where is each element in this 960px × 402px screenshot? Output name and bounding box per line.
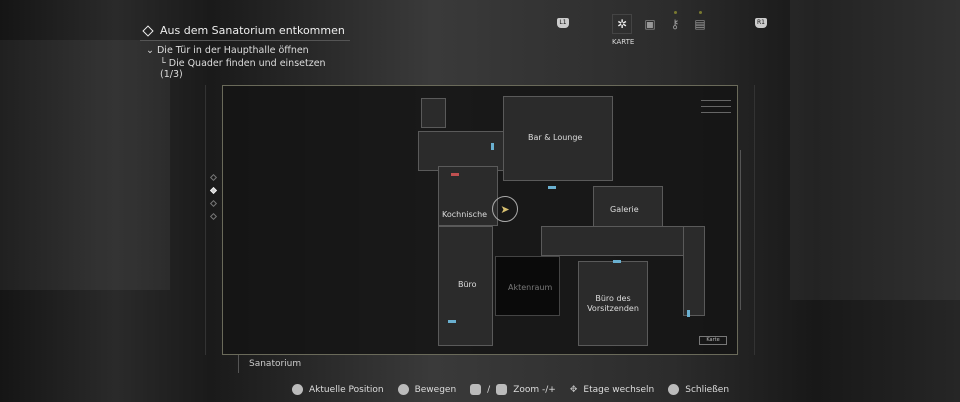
tab-map-label: KARTE [612, 38, 635, 46]
tab-files[interactable]: ▤ [690, 11, 710, 34]
room-label-kochnische: Kochnische [442, 210, 488, 219]
hint-close: Schließen [685, 384, 730, 395]
l1-button[interactable]: L1 [557, 18, 569, 28]
room-label-galerie: Galerie [610, 205, 639, 214]
room-kochnische [438, 166, 498, 226]
branch-icon: └ [160, 58, 169, 69]
room-buero-vorsitzenden [578, 261, 648, 346]
control-hints: Aktuelle Position Bewegen / Zoom -/+ ✥ Et… [292, 384, 729, 395]
l2-icon [470, 384, 482, 395]
left-stick-icon [397, 384, 409, 395]
room-bar-lounge [503, 96, 613, 181]
locked-door-marker [451, 173, 459, 176]
objective-main: Aus dem Sanatorium entkommen [160, 24, 345, 37]
zoom-scale[interactable] [740, 150, 750, 310]
dpad-icon: ✥ [569, 384, 578, 395]
r1-button[interactable]: R1 [755, 18, 767, 28]
door-marker [448, 320, 456, 323]
room-label-buero: Büro [458, 280, 477, 289]
square-button-icon [292, 384, 303, 395]
menu-tabs: L1 ✲ KARTE ▣ ⚷ ▤ R1 [555, 11, 770, 46]
room-aktenraum [495, 256, 560, 316]
room-label-aktenraum: Aktenraum [508, 283, 553, 292]
room-hallway [541, 226, 691, 256]
objective-subsub: Die Quader finden und einsetzen (1/3) [160, 58, 326, 80]
objective-panel: Aus dem Sanatorium entkommen ⌄ Die Tür i… [140, 24, 350, 80]
floor-marker[interactable] [209, 199, 217, 208]
tab-keys[interactable]: ⚷ [665, 11, 685, 34]
r2-icon [496, 384, 508, 395]
room-stairs [421, 98, 446, 128]
door-marker [491, 143, 494, 150]
area-name: Sanatorium [238, 355, 358, 373]
hint-zoom: Zoom -/+ [513, 384, 556, 395]
map-frame [205, 85, 755, 355]
floor-marker[interactable] [209, 173, 217, 182]
circle-button-icon [668, 384, 680, 395]
floor-marker[interactable] [209, 212, 217, 221]
door-marker [613, 260, 621, 263]
room-east-stairs [683, 226, 705, 316]
player-position-marker: ➤ [492, 196, 518, 222]
map-view[interactable]: Bar & Lounge Kochnische Galerie Büro Akt… [222, 85, 738, 355]
floor-marker-current[interactable] [209, 186, 217, 195]
files-icon: ▤ [694, 17, 706, 31]
door-marker [687, 310, 690, 317]
door-marker [548, 186, 556, 189]
background-door [790, 0, 960, 300]
player-arrow-icon: ➤ [500, 202, 510, 216]
inventory-icon: ▣ [644, 17, 656, 31]
hint-current-position: Aktuelle Position [309, 384, 384, 395]
room-buero [438, 226, 493, 346]
chevron-down-icon: ⌄ [146, 45, 157, 56]
room-label-bar-lounge: Bar & Lounge [528, 133, 583, 142]
map-compass-icon: ✲ [616, 17, 628, 31]
map-button[interactable]: Karte [699, 336, 727, 345]
hint-move: Bewegen [414, 384, 457, 395]
map-legend [681, 95, 731, 117]
tab-inventory[interactable]: ▣ [640, 14, 660, 34]
keys-icon: ⚷ [670, 17, 680, 31]
objective-diamond-icon [142, 24, 154, 37]
hint-change-floor: Etage wechseln [583, 384, 655, 395]
floor-selector[interactable] [207, 173, 219, 221]
hint-separator: / [487, 384, 491, 395]
room-label-buero-vorsitzenden: Büro des Vorsitzenden [587, 294, 639, 313]
tab-map[interactable]: ✲ [612, 14, 632, 34]
background-window [0, 40, 170, 290]
objective-sub: Die Tür in der Haupthalle öffnen [156, 45, 309, 56]
